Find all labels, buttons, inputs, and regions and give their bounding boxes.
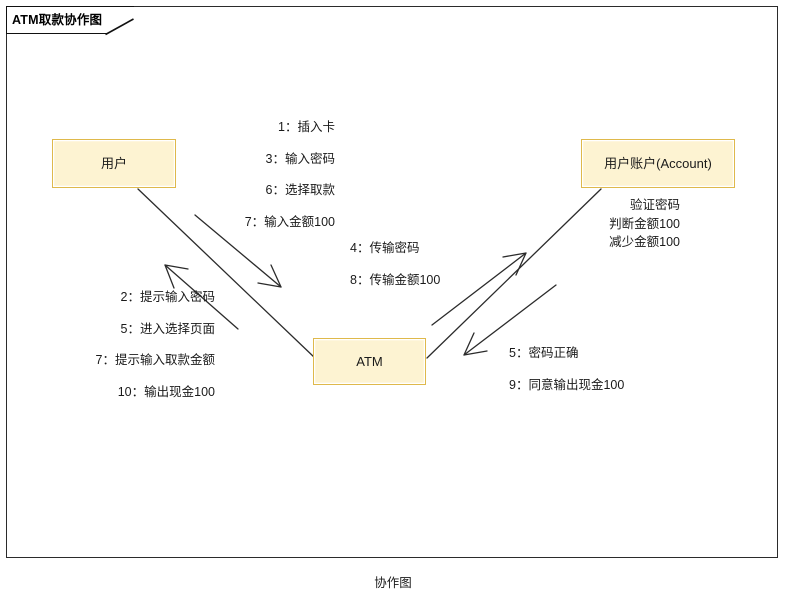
message-group-account-to-atm: 5：密码正确 9：同意输出现金100 [509,347,624,391]
object-atm[interactable]: ATM [313,338,426,385]
object-user-label: 用户 [100,156,127,171]
message-label: 9：同意输出现金100 [509,377,625,392]
message-label: 7：输入金额100 [244,214,335,229]
message-label: 2：提示输入密码 [120,290,215,304]
message-group-atm-to-account: 4：传输密码 8：传输金额100 [350,242,440,286]
diagram-caption: 协作图 [374,576,412,590]
message-group-atm-to-user: 2：提示输入密码 5：进入选择页面 7：提示输入取款金额 10：输出现金100 [10,291,215,398]
message-label: 判断金额100 [609,216,680,231]
object-account[interactable]: 用户账户(Account) [581,139,735,188]
message-label: 5：进入选择页面 [120,321,215,336]
message-label: 3：输入密码 [265,151,335,166]
object-account-label: 用户账户(Account) [604,156,712,171]
diagram-frame [6,6,778,558]
message-label: 减少金额100 [609,235,680,249]
message-label: 10：输出现金100 [117,384,215,399]
message-group-user-to-atm: 1：插入卡 3：输入密码 6：选择取款 7：输入金额100 [110,121,335,228]
message-group-account-self: 验证密码 判断金额100 减少金额100 [530,199,680,255]
message-label: 验证密码 [629,198,680,212]
diagram-title: ATM取款协作图 [12,12,103,27]
message-label: 1：插入卡 [278,120,335,134]
message-label: 7：提示输入取款金额 [95,353,215,367]
message-label: 4：传输密码 [350,241,420,255]
message-label: 8：传输金额100 [350,272,441,287]
message-label: 5：密码正确 [509,346,579,360]
object-atm-label: ATM [356,354,383,369]
message-label: 6：选择取款 [265,183,335,197]
object-user[interactable]: 用户 [52,139,176,188]
